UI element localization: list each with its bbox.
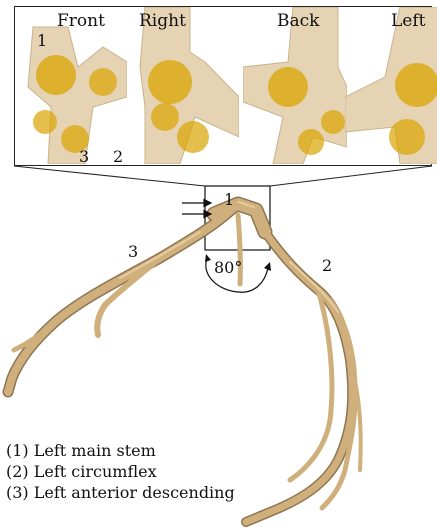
label-circumflex: 2 (322, 256, 332, 275)
marker-ring (33, 110, 57, 134)
marker-ring (321, 110, 345, 134)
label-lad: 3 (128, 242, 138, 261)
marker-ring (151, 103, 179, 131)
marker-ring (395, 63, 437, 107)
marker-ring (298, 129, 324, 155)
view-label-left: Left (391, 11, 425, 31)
marker-ring (36, 55, 76, 95)
view-label-front: Front (57, 11, 105, 31)
front-number-3: 3 (79, 147, 89, 164)
label-left-main-stem: 1 (224, 190, 234, 209)
angle-label: 80° (214, 258, 242, 277)
legend-item-left-circumflex: (2) Left circumflex (6, 461, 235, 482)
inset-views-panel: 1 3 2 Front Right Back Left (14, 6, 432, 166)
marker-ring (177, 121, 209, 153)
marker-ring (389, 119, 425, 155)
zoom-line-right (270, 166, 432, 186)
zoom-line-left (14, 166, 205, 186)
legend-item-left-main-stem: (1) Left main stem (6, 440, 235, 461)
marker-ring (148, 60, 192, 104)
angle-arrowhead-left (205, 254, 211, 262)
view-label-right: Right (139, 11, 186, 31)
marker-ring (89, 68, 117, 96)
view-label-back: Back (277, 11, 319, 31)
front-number-1: 1 (37, 31, 47, 50)
legend: (1) Left main stem (2) Left circumflex (… (6, 440, 235, 503)
direction-arrows (182, 200, 211, 218)
marker-ring (268, 67, 308, 107)
front-number-2: 2 (113, 147, 123, 164)
legend-item-left-anterior-descending: (3) Left anterior descending (6, 482, 235, 503)
